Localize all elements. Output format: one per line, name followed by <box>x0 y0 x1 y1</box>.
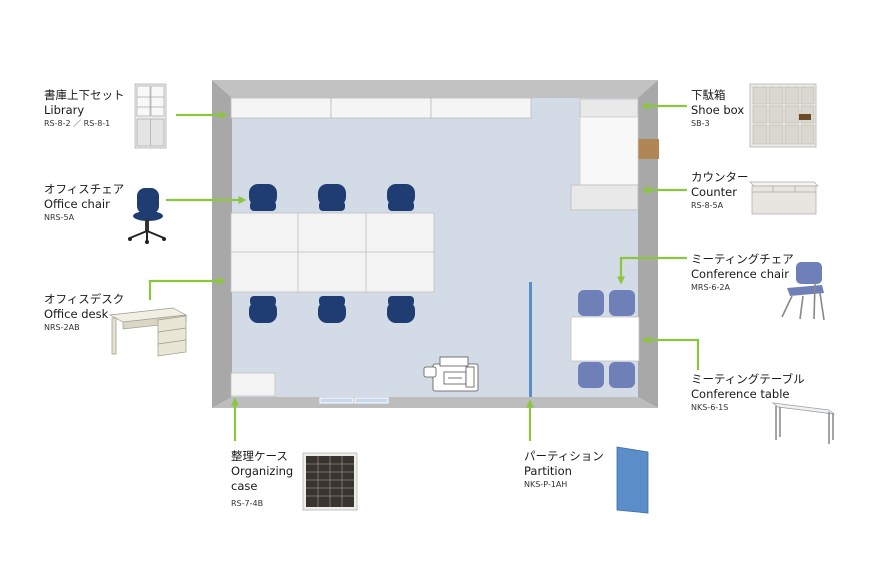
library-cabinet-image <box>134 83 167 149</box>
conference-table-label: ミーティングテーブル Conference table NKS-6-1S <box>691 372 805 414</box>
office-chair-label-ja: オフィスチェア <box>44 182 125 196</box>
counter-label-ja: カウンター <box>691 170 749 184</box>
organizing-case-code: RS-7-4B <box>231 499 264 508</box>
library-cabinets <box>230 97 532 119</box>
conference-chair-code: MRS-6-2A <box>691 283 730 292</box>
organizing-case-label: 整理ケース Organizing case RS-7-4B <box>231 449 293 510</box>
library-code: RS-8-2 ／ RS-8-1 <box>44 119 111 128</box>
office-desk-label-ja: オフィスデスク <box>44 292 125 306</box>
entry-area <box>579 116 639 186</box>
partition-label: パーティション Partition NKS-P-1AH <box>524 449 604 491</box>
shoe-box-plan <box>579 98 639 118</box>
conference-chair-image <box>781 262 825 321</box>
office-chair-code: NRS-5A <box>44 213 75 222</box>
organizing-case-plan <box>230 372 276 397</box>
partition-image <box>616 446 649 514</box>
conference-table-label-en: Conference table <box>691 387 790 401</box>
office-desk-label: オフィスデスク Office desk NRS-2AB <box>44 292 124 334</box>
office-desk-code: NRS-2AB <box>44 323 80 332</box>
copier-machine <box>423 356 479 392</box>
shoe-box-label-en: Shoe box <box>691 103 745 117</box>
organizing-case-label-en-2: case <box>231 479 258 493</box>
conference-table-plan <box>570 316 640 362</box>
counter-label: カウンター Counter RS-8-5A <box>691 170 749 212</box>
partition-label-ja: パーティション <box>524 449 604 463</box>
window-left <box>319 397 354 404</box>
office-chairs-plan <box>249 184 415 323</box>
conference-chairs-plan <box>578 290 635 388</box>
conference-table-label-ja: ミーティングテーブル <box>691 372 805 386</box>
counter-label-en: Counter <box>691 185 737 199</box>
conference-table-image <box>771 402 836 444</box>
shoe-box-image <box>749 83 817 148</box>
conference-chair-label-ja: ミーティングチェア <box>691 252 794 266</box>
office-desk-image <box>108 307 188 357</box>
organizing-case-image <box>302 452 358 511</box>
library-label: 書庫上下セット Library RS-8-2 ／ RS-8-1 <box>44 88 125 130</box>
shoe-box-code: SB-3 <box>691 119 710 128</box>
office-chair-image <box>128 188 166 244</box>
shoe-box-label-ja: 下駄箱 <box>691 88 726 102</box>
callout-arrows <box>148 102 700 441</box>
office-desks <box>230 212 435 293</box>
window-right <box>354 397 389 404</box>
office-chair-label: オフィスチェア Office chair NRS-5A <box>44 182 124 224</box>
shoe-box-label: 下駄箱 Shoe box SB-3 <box>691 88 744 130</box>
library-label-ja: 書庫上下セット <box>44 88 125 102</box>
partition-label-en: Partition <box>524 464 572 478</box>
library-label-en: Library <box>44 103 85 117</box>
organizing-case-label-en-1: Organizing <box>231 464 294 478</box>
conference-table-code: NKS-6-1S <box>691 403 729 412</box>
entrance-door <box>638 139 659 159</box>
counter-plan <box>570 184 639 211</box>
counter-code: RS-8-5A <box>691 201 724 210</box>
conference-chair-label: ミーティングチェア Conference chair MRS-6-2A <box>691 252 794 294</box>
organizing-case-label-ja: 整理ケース <box>231 449 288 463</box>
office-desk-label-en: Office desk <box>44 307 109 321</box>
partition-code: NKS-P-1AH <box>524 480 568 489</box>
partition-plan <box>529 282 532 397</box>
office-chair-label-en: Office chair <box>44 197 110 211</box>
conference-chair-label-en: Conference chair <box>691 267 789 281</box>
counter-image <box>749 181 819 215</box>
